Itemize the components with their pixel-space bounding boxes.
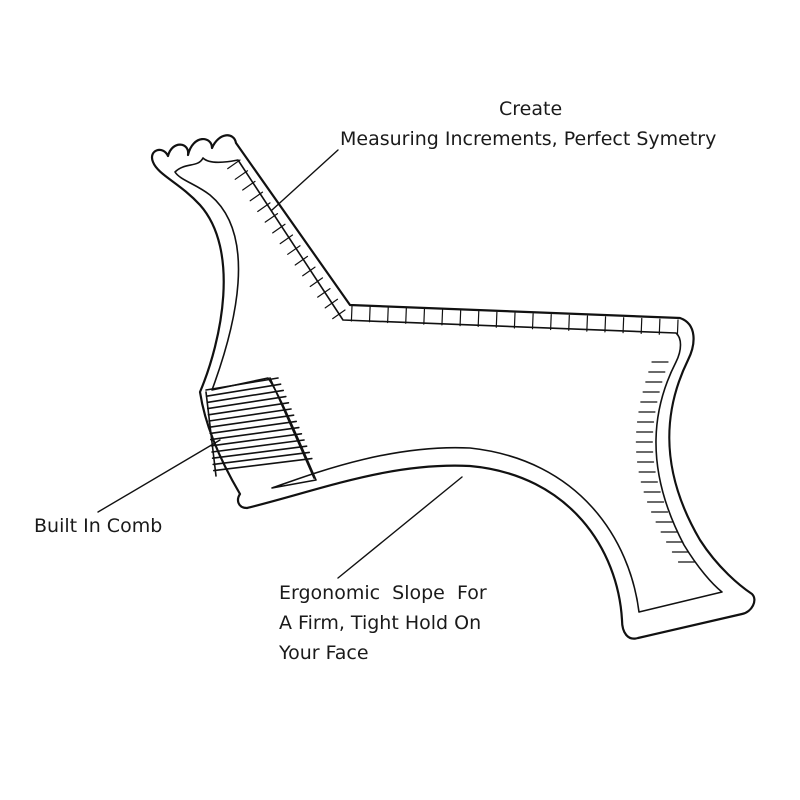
comb-tooth: [210, 432, 303, 447]
measuring-increments-right: [635, 361, 696, 563]
callout-label-create: Create: [499, 98, 563, 120]
increment-tick: [279, 234, 294, 245]
built-in-comb: [205, 377, 315, 479]
increment-tick: [405, 307, 407, 324]
comb-tooth: [206, 389, 285, 404]
increment-tick: [264, 212, 279, 223]
increment-tick: [477, 310, 480, 328]
increment-tick: [332, 309, 346, 320]
callout-label-ergonomic-line-3: Your Face: [279, 642, 369, 664]
callout-label-built-in-comb: Built In Comb: [34, 515, 163, 537]
increment-tick: [568, 314, 570, 331]
increment-tick: [350, 305, 353, 322]
increment-tick: [324, 298, 339, 309]
comb-tooth: [207, 401, 290, 416]
increment-tick: [495, 311, 498, 328]
comb-tooth: [207, 395, 287, 410]
measuring-increments-diagonal: [227, 159, 346, 320]
increment-tick: [658, 318, 661, 335]
comb-tooth: [211, 439, 305, 453]
increment-tick: [513, 312, 516, 329]
increment-tick: [287, 245, 301, 255]
comb-tooth: [205, 377, 279, 391]
increment-tick: [586, 315, 589, 332]
callout-line-comb: [97, 439, 221, 513]
increment-tick: [309, 277, 324, 288]
callout-label-ergonomic-line-2: A Firm, Tight Hold On: [279, 612, 482, 634]
increment-tick: [531, 313, 534, 330]
increment-tick: [676, 319, 679, 336]
increment-tick: [257, 202, 271, 213]
increment-tick: [423, 308, 426, 325]
increment-tick: [317, 287, 331, 298]
callout-label-measuring-increments: Measuring Increments, Perfect Symetry: [340, 128, 717, 150]
comb-tip-edge: [205, 391, 217, 477]
callout-line-create: [271, 149, 339, 211]
comb-tooth: [210, 426, 300, 441]
increment-tick: [234, 170, 249, 180]
increment-tick: [604, 316, 607, 333]
tool-outer-outline: [150, 134, 756, 640]
increment-tick: [459, 310, 462, 327]
increment-tick: [368, 306, 371, 323]
increment-tick: [550, 313, 552, 331]
comb-tooth: [205, 383, 282, 398]
comb-tooth: [208, 408, 292, 422]
increment-tick: [272, 223, 286, 234]
increment-tick: [249, 191, 264, 202]
comb-spine: [269, 377, 315, 479]
comb-tooth: [213, 457, 313, 472]
callout-label-ergonomic-line-1: Ergonomic Slope For: [279, 582, 487, 604]
tool-inner-outline: [174, 157, 723, 613]
increment-tick: [242, 180, 256, 191]
increment-tick: [294, 255, 309, 266]
comb-tooth: [208, 414, 295, 429]
callout-line-ergonomic: [337, 476, 463, 579]
increment-tick: [387, 306, 389, 324]
increment-tick: [302, 266, 316, 277]
comb-tooth: [212, 451, 311, 466]
measuring-increments-top: [350, 305, 679, 336]
comb-tooth: [209, 420, 298, 435]
comb-tooth: [211, 445, 308, 460]
increment-tick: [441, 309, 444, 326]
increment-tick: [622, 317, 625, 334]
increment-tick: [227, 159, 241, 170]
increment-tick: [640, 317, 643, 335]
